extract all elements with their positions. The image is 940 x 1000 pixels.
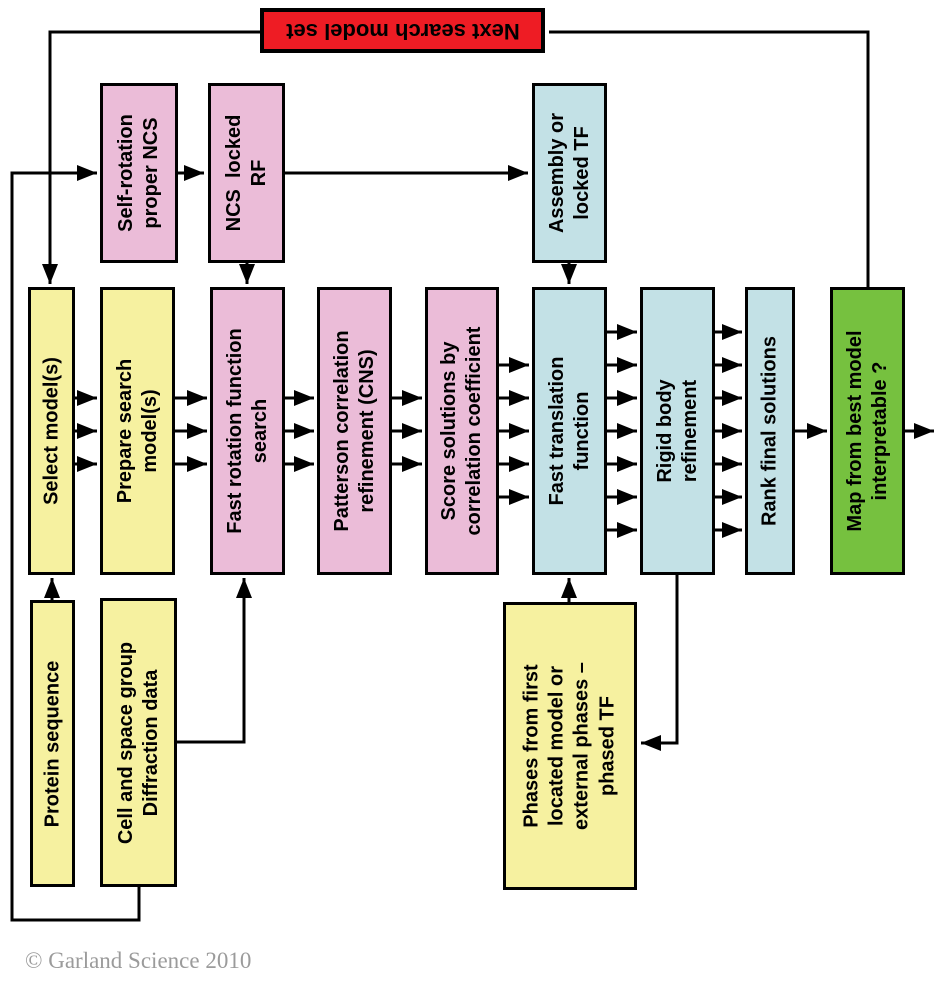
box-rigid-body-refinement: Rigid body refinement [640,287,715,575]
box-score-solutions: Score solutions by correlation coefficie… [425,287,499,575]
box-prepare-search-models: Prepare search model(s) [100,287,175,575]
box-rank-solutions-label: Rank final solutions [758,335,781,527]
arrow-rigid-to-phases [641,575,679,751]
box-map-best-label: Map from best model interpretable ? [843,330,891,532]
box-self-rotation-label: Self-rotation proper NCS [114,114,162,232]
box-score-solutions-label: Score solutions by correlation coefficie… [437,326,485,536]
box-patterson-correlation-refinement: Patterson correlation refinement (CNS) [317,287,392,575]
box-phases-from-first-model: Phases from first located model or exter… [503,602,637,890]
box-select-models-label: Select model(s) [39,357,62,505]
box-fast-rotation-label: Fast rotation function search [223,328,271,534]
box-assembly-or-locked-tf: Assembly or locked TF [532,83,607,263]
box-patterson-label: Patterson correlation refinement (CNS) [330,330,378,532]
box-protein-sequence: Protein sequence [30,600,75,887]
box-map-from-best-model: Map from best model interpretable ? [830,287,905,575]
box-select-models: Select model(s) [28,287,75,575]
box-self-rotation-proper-ncs: Self-rotation proper NCS [100,83,178,263]
box-next-search-model-set: Next search model set [260,8,545,53]
box-next-search-model-set-label: Next search model set [285,18,520,44]
box-cell-space-label: Cell and space group Diffraction data [114,641,162,844]
box-rank-final-solutions: Rank final solutions [745,287,795,575]
box-prepare-search-label: Prepare search model(s) [113,358,161,504]
box-rigid-body-label: Rigid body refinement [653,379,701,483]
box-ncs-locked-rf: NCS locked RF [208,83,285,263]
copyright-caption: © Garland Science 2010 [25,948,252,973]
box-fast-translation-function: Fast translation function [532,287,607,575]
box-ncs-locked-rf-label: NCS locked RF [222,114,270,232]
box-cell-space-group-diffraction: Cell and space group Diffraction data [100,598,177,887]
box-assembly-label: Assembly or locked TF [545,112,593,234]
box-protein-sequence-label: Protein sequence [40,660,63,827]
box-fast-rotation-function-search: Fast rotation function search [210,287,285,575]
box-phases-first-label: Phases from first located model or exter… [520,662,619,830]
box-fast-translation-label: Fast translation function [545,356,593,506]
arrow-cell-to-fastrot [177,578,252,744]
